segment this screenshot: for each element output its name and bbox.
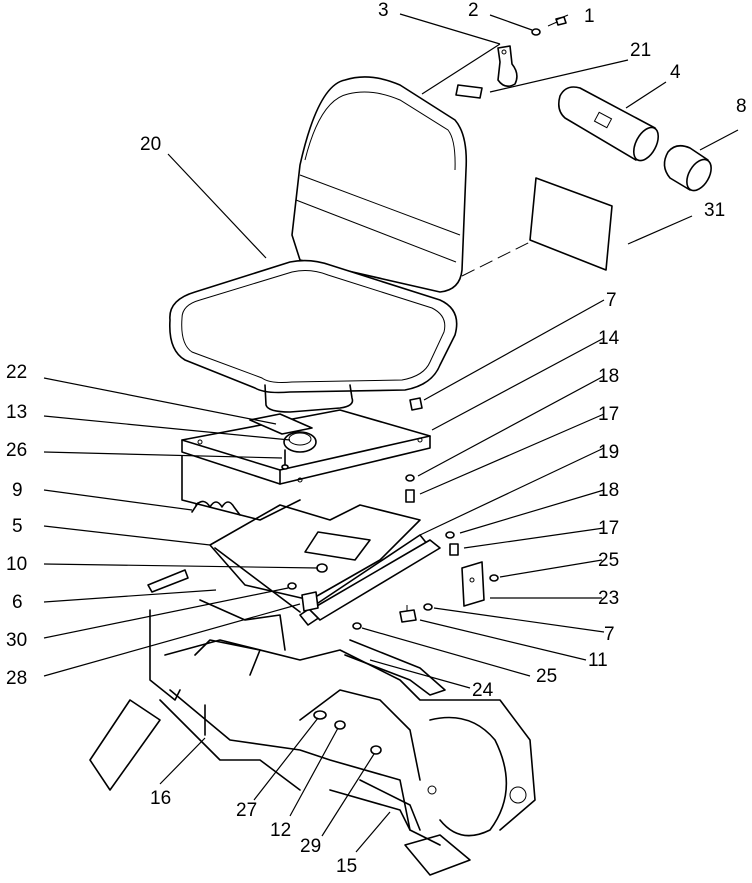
lever-24 (344, 639, 446, 696)
nut-29 (370, 745, 382, 755)
knob-11 (399, 605, 417, 623)
washer-18-lower (445, 531, 455, 539)
handle-grip (663, 144, 712, 192)
callout-3: 3 (378, 0, 389, 21)
callout-8: 8 (736, 96, 747, 117)
callout-26: 26 (6, 440, 27, 461)
callout-21: 21 (630, 40, 651, 61)
bolt-26 (281, 449, 289, 470)
leader-lines (43, 13, 739, 853)
screw-25-lower (352, 622, 362, 630)
bolt-30 (287, 582, 297, 590)
callout-20: 20 (140, 134, 161, 155)
callout-30: 30 (6, 630, 27, 651)
nut-10 (316, 563, 328, 573)
callout-15: 15 (336, 856, 357, 877)
rod-15 (359, 779, 421, 831)
washer-12 (334, 720, 346, 730)
seat-mount-plate (181, 409, 431, 485)
callout-17b: 17 (598, 518, 619, 539)
callout-25b: 25 (536, 666, 557, 687)
callout-9: 9 (12, 480, 23, 501)
mount-clip (497, 45, 518, 88)
callout-17a: 17 (598, 404, 619, 425)
nut-7-lower (423, 603, 433, 611)
callout-18b: 18 (598, 480, 619, 501)
nut-7-upper (409, 397, 423, 411)
bolt-17-lower (449, 543, 459, 556)
callout-1: 1 (584, 6, 595, 27)
bolt-17-upper (405, 489, 415, 503)
callout-5: 5 (12, 516, 23, 537)
callout-2: 2 (468, 0, 479, 21)
callout-7a: 7 (606, 290, 617, 311)
callout-7b: 7 (604, 624, 615, 645)
handle-tube (558, 86, 660, 162)
screw-small (547, 16, 567, 27)
callout-4: 4 (670, 62, 681, 83)
callout-24: 24 (472, 680, 494, 701)
callout-28: 28 (6, 668, 27, 689)
bracket-28 (301, 591, 319, 612)
callout-29: 29 (300, 836, 321, 857)
callout-22: 22 (6, 362, 27, 383)
decal-sheet (461, 177, 613, 277)
spring (191, 500, 241, 516)
callout-31: 31 (704, 200, 725, 221)
slide-rail (309, 539, 441, 621)
chassis-frame (89, 599, 536, 876)
callout-10: 10 (6, 554, 27, 575)
callout-18a: 18 (598, 366, 619, 387)
callouts: 1 2 3 4 5 6 7 7 8 9 10 11 12 13 14 15 16… (6, 0, 747, 877)
seat (168, 76, 468, 413)
callout-6: 6 (12, 592, 23, 613)
washer-18-upper (405, 474, 415, 482)
latch-plate (461, 561, 485, 607)
decal-small (455, 84, 483, 99)
washer-small (531, 28, 541, 36)
callout-11: 11 (588, 650, 608, 671)
callout-16: 16 (150, 788, 171, 809)
callout-13: 13 (6, 402, 27, 423)
callout-12: 12 (270, 820, 291, 841)
callout-27: 27 (236, 800, 257, 821)
callout-19: 19 (598, 442, 619, 463)
callout-14: 14 (598, 328, 620, 349)
callout-25a: 25 (598, 550, 619, 571)
callout-23: 23 (598, 588, 619, 609)
pivot-27 (313, 710, 327, 720)
screw-25-upper (489, 574, 499, 582)
